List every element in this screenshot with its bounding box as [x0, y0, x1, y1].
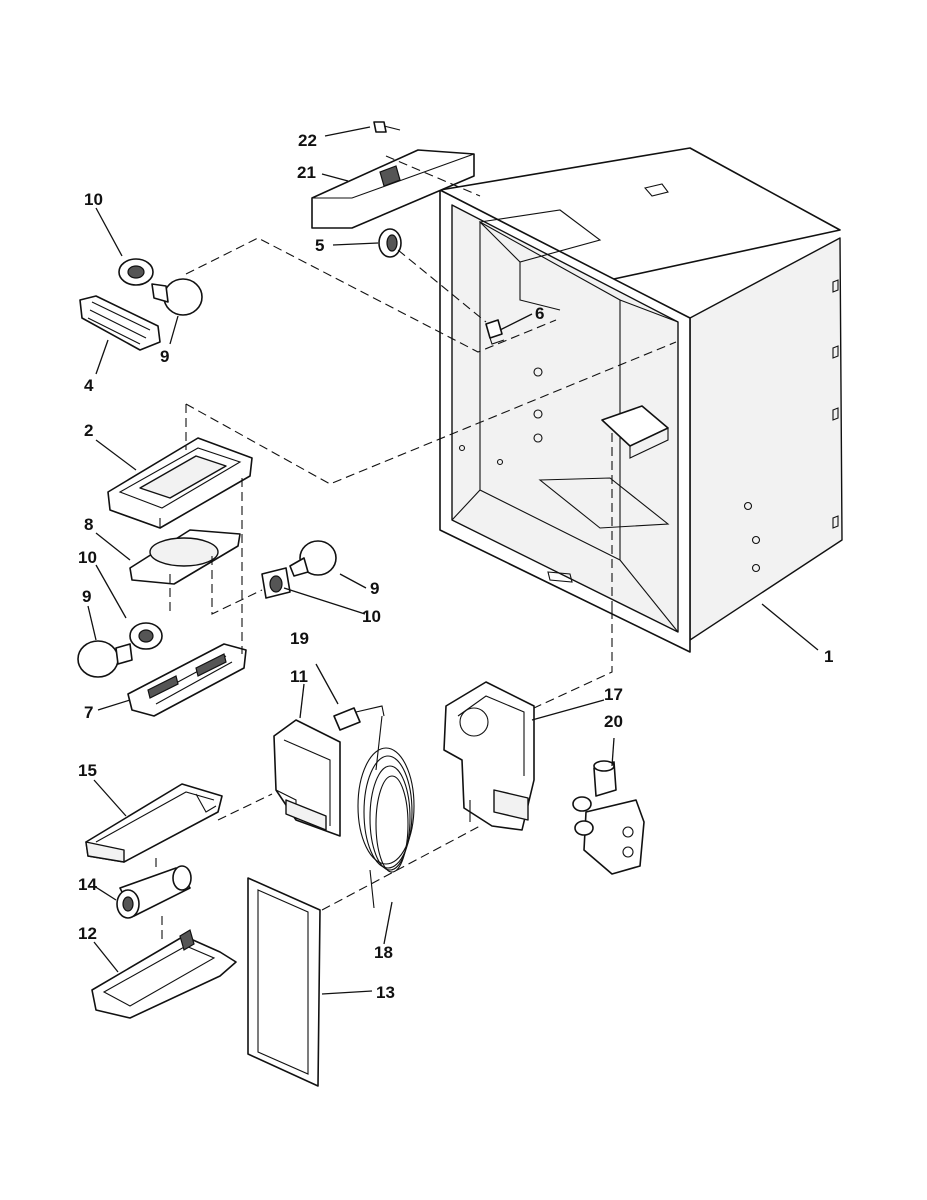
part-20-water-valve[interactable] [572, 760, 645, 875]
callout-2: 2 [84, 421, 93, 440]
part-21-cover[interactable] [311, 149, 475, 229]
callout-9-top: 9 [160, 347, 169, 366]
callout-17: 17 [604, 685, 623, 704]
part-10-lamp-socket-right[interactable] [261, 567, 291, 599]
callout-14: 14 [78, 875, 97, 894]
callout-21: 21 [297, 163, 316, 182]
part-8-light-lens[interactable] [129, 529, 241, 585]
callout-10-top: 10 [84, 190, 103, 209]
part-12-filter-cover[interactable] [91, 929, 237, 1019]
callout-10-left: 10 [78, 548, 97, 567]
part-15-filter-housing[interactable] [85, 783, 223, 863]
part-18-water-tube[interactable] [357, 747, 415, 909]
part-4-lamp-cover[interactable] [79, 295, 161, 351]
leader-lines [87, 126, 819, 995]
callout-13: 13 [376, 983, 395, 1002]
part-9-light-bulb-right[interactable] [289, 540, 337, 577]
callout-15: 15 [78, 761, 97, 780]
callout-18: 18 [374, 943, 393, 962]
callout-11: 11 [290, 667, 308, 686]
part-13-channel[interactable] [247, 877, 321, 1087]
callout-12: 12 [78, 924, 97, 943]
callout-20: 20 [604, 712, 623, 731]
callout-5: 5 [315, 236, 324, 255]
alignment-lines [155, 155, 677, 944]
part-2-light-housing[interactable] [107, 437, 253, 529]
part-10-lamp-socket-top[interactable] [118, 258, 154, 286]
callout-labels: 22 21 5 6 10 9 4 2 8 10 9 7 9 10 19 11 1… [78, 131, 833, 1002]
part-1-liner[interactable] [439, 147, 843, 653]
callout-9-right: 9 [370, 579, 379, 598]
part-9-light-bulb-top[interactable] [151, 278, 203, 316]
callout-6: 6 [535, 304, 544, 323]
callout-19: 19 [290, 629, 309, 648]
part-9-light-bulb-left[interactable] [77, 640, 133, 678]
callout-1: 1 [824, 647, 833, 666]
part-14-water-filter[interactable] [116, 865, 192, 919]
callout-9-left: 9 [82, 587, 91, 606]
part-11-bracket[interactable] [273, 719, 341, 837]
part-7-lamp-shield[interactable] [127, 643, 247, 717]
part-10-lamp-socket-left[interactable] [129, 622, 163, 650]
callout-8: 8 [84, 515, 93, 534]
callout-4: 4 [84, 376, 94, 395]
part-17-control-bracket[interactable] [443, 681, 535, 831]
callout-10-right: 10 [362, 607, 381, 626]
part-22-screw[interactable] [373, 121, 401, 133]
part-6-clip[interactable] [485, 319, 505, 345]
callout-7: 7 [84, 703, 93, 722]
part-19-thermistor[interactable] [333, 705, 385, 771]
part-5-knob[interactable] [378, 228, 402, 258]
callout-22: 22 [298, 131, 317, 150]
